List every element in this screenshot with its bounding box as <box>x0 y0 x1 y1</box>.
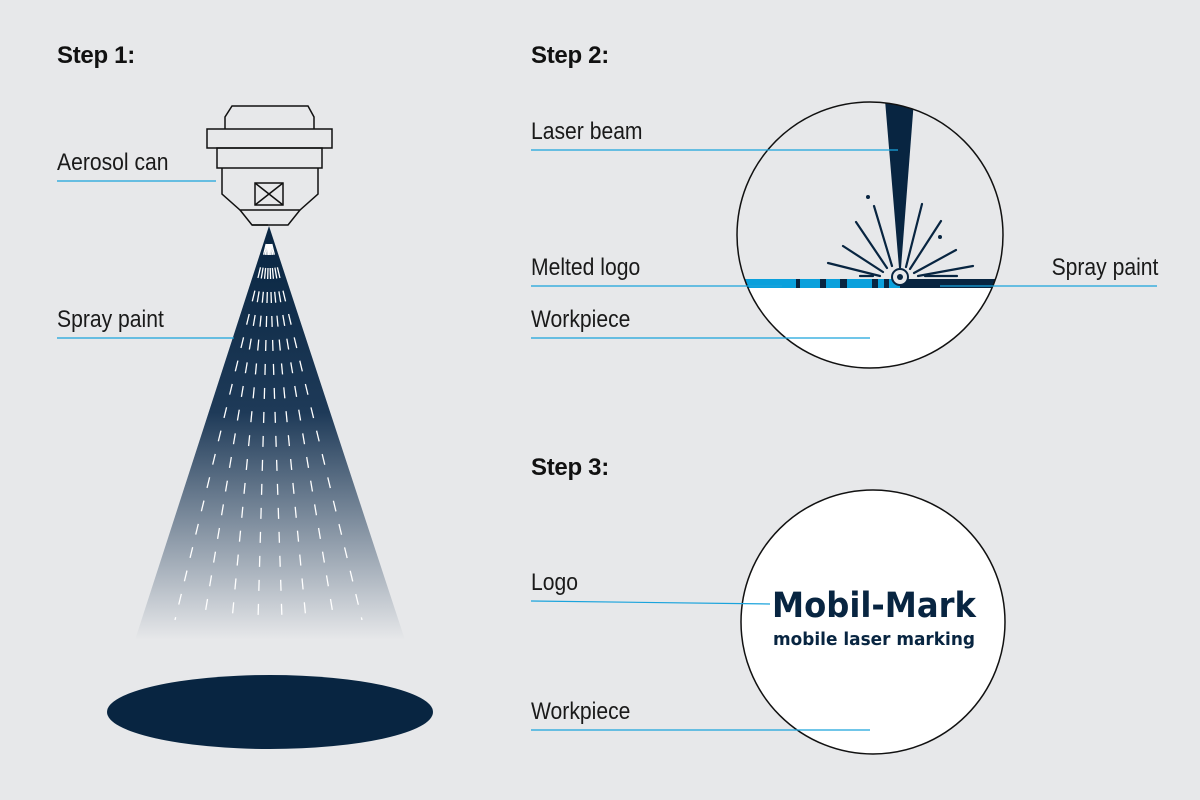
spark-dot <box>866 195 870 199</box>
spray-dash-line <box>257 243 270 621</box>
laser-beam <box>885 102 914 268</box>
spray-dashes <box>174 243 363 621</box>
paint-spot <box>107 675 433 749</box>
spark-rays <box>826 202 975 278</box>
spray-dash-line <box>268 243 283 621</box>
spray-dash-line <box>271 243 363 621</box>
label-aerosol-can: Aerosol can <box>57 149 169 176</box>
label-workpiece-2: Workpiece <box>531 306 631 333</box>
label-spray-paint-1: Spray paint <box>57 306 164 333</box>
aerosol-can-icon <box>206 105 333 226</box>
label-logo: Logo <box>531 569 578 596</box>
spray-paint-layer <box>900 279 1003 288</box>
result-circle <box>740 489 1006 755</box>
spray-dash-line <box>231 243 269 621</box>
spray-dash-line <box>174 243 267 621</box>
label-melted-logo: Melted logo <box>531 254 641 281</box>
leader-line-logo <box>530 600 771 605</box>
laser-detail-circle <box>736 101 1004 369</box>
step-1-title: Step 1: <box>57 42 135 69</box>
spray-cone <box>135 226 405 640</box>
spray-dash-line <box>270 243 335 621</box>
laser-impact-core <box>897 274 903 280</box>
logo-tagline: mobile laser marking <box>773 629 975 650</box>
melted-logo-marks <box>796 279 889 288</box>
label-workpiece-3: Workpiece <box>531 698 631 725</box>
spray-dash-line <box>269 243 307 621</box>
label-laser-beam: Laser beam <box>531 118 643 145</box>
spark-dot <box>938 235 942 239</box>
spray-dash-line <box>203 243 268 621</box>
step-3-title: Step 3: <box>531 454 609 481</box>
step-2-title: Step 2: <box>531 42 609 69</box>
logo-name: Mobil-Mark <box>772 586 977 626</box>
melted-logo-layer <box>737 279 900 288</box>
label-spray-paint-2: Spray paint <box>1051 254 1158 281</box>
